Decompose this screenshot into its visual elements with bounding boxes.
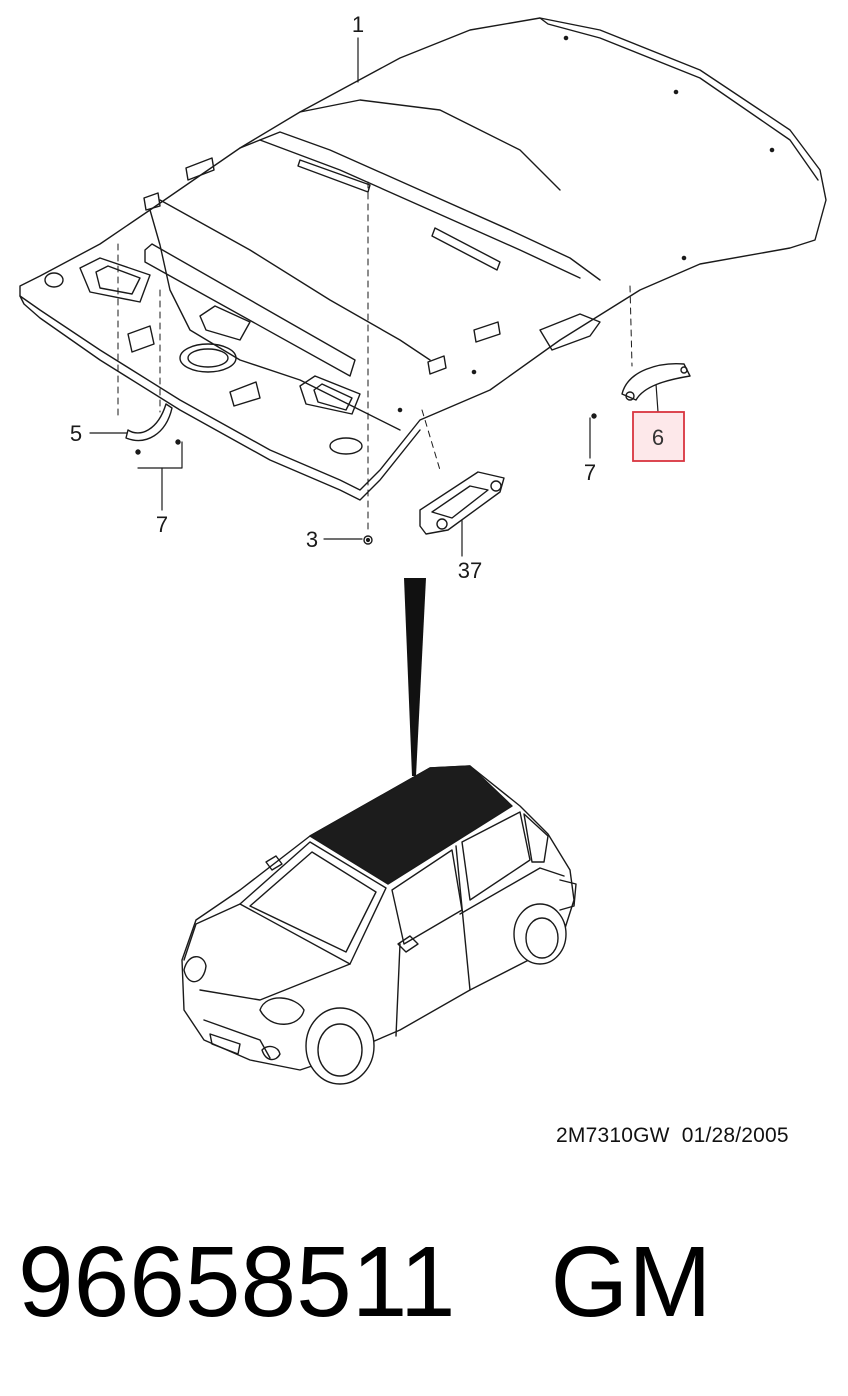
- callout-7-right: 7: [584, 460, 596, 485]
- callout-37: 37: [458, 558, 482, 583]
- part-number: 96658511: [18, 1226, 456, 1338]
- part-6-handle: [591, 363, 691, 419]
- screw-3: [363, 535, 373, 545]
- grab-handle-front: [125, 403, 181, 455]
- car-roof: [309, 765, 513, 885]
- headliner-panel: [19, 17, 827, 501]
- document-code: 2M7310GW 01/28/2005: [556, 1124, 789, 1147]
- location-pointer: [404, 578, 426, 776]
- parts-diagram: 1 3 5 6 7 7 37: [19, 12, 827, 1085]
- callout-1: 1: [352, 12, 364, 37]
- brand-name: GM: [550, 1226, 712, 1338]
- callout-5: 5: [70, 421, 82, 446]
- part-37-bracket: [419, 471, 505, 535]
- callout-7-left: 7: [156, 512, 168, 537]
- guide-lines: [117, 181, 633, 533]
- leader-lines: [89, 37, 659, 557]
- car-illustration: [181, 765, 577, 1085]
- callout-3: 3: [306, 527, 318, 552]
- footer-part-info: 96658511 GM: [18, 1222, 838, 1342]
- callout-6: 6: [652, 425, 664, 450]
- callout-6-highlight: [632, 411, 685, 462]
